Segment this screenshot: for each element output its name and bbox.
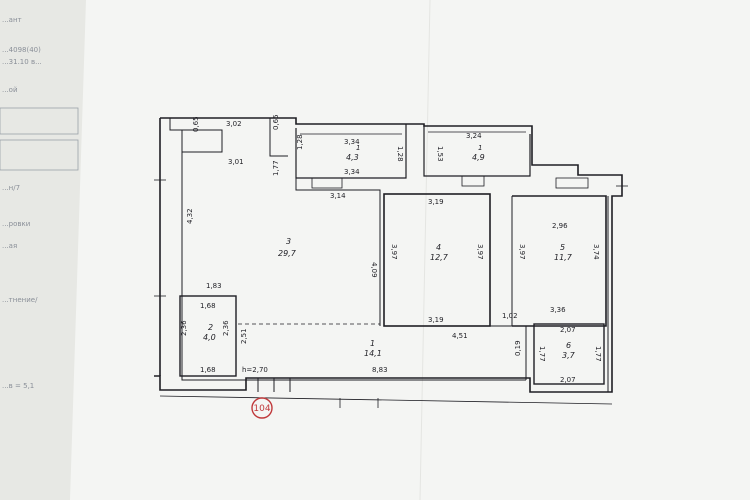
dim-label: 3,14 <box>330 192 346 200</box>
dim-label: 2,51 <box>240 328 248 344</box>
dim-label: 0,19 <box>514 340 522 356</box>
balcony-1-dim-bottom: 3,34 <box>344 168 360 176</box>
ceiling-height: h=2,70 <box>242 366 268 374</box>
paper-sheet <box>70 0 750 500</box>
dim-label: 1,77 <box>272 160 280 176</box>
window <box>461 175 485 187</box>
balcony-1-dim-left: 1,28 <box>296 134 304 150</box>
dim-label: 1,02 <box>502 312 518 320</box>
room-4-wall <box>383 193 491 327</box>
under-sheet-text: ...в = 5,1 <box>2 382 34 390</box>
wall <box>269 118 288 157</box>
dim-label: 4,51 <box>452 332 468 340</box>
dim-label: 2,36 <box>222 320 230 336</box>
balcony-1-area: 4,3 <box>346 153 359 162</box>
room-2-area: 4,0 <box>203 333 216 342</box>
room-6-wall <box>533 323 605 385</box>
balcony-1-wall <box>295 124 407 179</box>
dim-label: 0,65 <box>192 116 200 132</box>
under-sheet-text: ...ая <box>2 242 17 250</box>
apartment-number: 104 <box>253 404 270 414</box>
dim-label: 1,83 <box>206 282 222 290</box>
room-3-area: 29,7 <box>278 249 297 258</box>
under-sheet-text: ...ант <box>2 16 22 24</box>
under-sheet-text: ...31.10 в... <box>2 58 42 66</box>
balcony-2-area: 4,9 <box>472 153 485 162</box>
room-6-dim-top: 2,07 <box>560 326 576 334</box>
under-sheet-text: ...ровки <box>2 220 30 228</box>
balcony-1-dim-right: 1,28 <box>396 146 404 162</box>
outer-wall <box>154 117 623 393</box>
dim-label: 0,65 <box>272 114 280 130</box>
room-4-area: 12,7 <box>430 253 449 262</box>
wall <box>490 325 527 380</box>
room-4-dim-bottom: 3,19 <box>428 316 444 324</box>
dim-bottom: 8,83 <box>372 366 388 374</box>
under-sheet-text: ...4098(40) <box>2 46 41 54</box>
room-2-number: 2 <box>208 323 213 332</box>
balcony-1-number: 1 <box>356 144 360 152</box>
dim-label: 1,68 <box>200 366 216 374</box>
apartment-number-marker <box>251 397 273 419</box>
window <box>311 177 343 189</box>
dim-label: 4,09 <box>370 262 378 278</box>
room-4-dim-right: 3,97 <box>476 244 484 260</box>
dim-label: 3,01 <box>228 158 244 166</box>
under-sheet-box <box>0 107 79 135</box>
room-5-wall <box>512 195 607 327</box>
balcony-1-dim-top: 3,34 <box>344 138 360 146</box>
under-sheet-box <box>0 139 79 171</box>
room-6-number: 6 <box>566 341 571 350</box>
room-2-wall <box>179 295 237 377</box>
balcony-2-dim-top: 3,24 <box>466 132 482 140</box>
dimension-line <box>159 395 613 405</box>
room-6-dim-left: 1,77 <box>538 346 546 362</box>
dim-label: 2,36 <box>180 320 188 336</box>
dim-left: 4,32 <box>186 208 194 224</box>
window <box>555 177 589 189</box>
room-4-dim-left: 3,97 <box>390 244 398 260</box>
room-5-dim-right: 3,74 <box>592 244 600 260</box>
room-5-area: 11,7 <box>554 253 573 262</box>
wall <box>182 129 223 153</box>
room-5-number: 5 <box>560 243 565 252</box>
room-6-dim-right: 1,77 <box>594 346 602 362</box>
balcony-2-dim-left: 1,53 <box>436 146 444 162</box>
under-sheet-text: ...тнение/ <box>2 296 38 304</box>
room-6-dim-bottom: 2,07 <box>560 376 576 384</box>
plan-drawing <box>154 117 628 408</box>
room-5-dim-left: 3,97 <box>518 244 526 260</box>
room-5-dim-bottom: 3,36 <box>550 306 566 314</box>
room-1-area: 14,1 <box>364 349 382 358</box>
room-6-area: 3,7 <box>562 351 576 360</box>
room-3-number: 3 <box>286 237 291 246</box>
room-4-dim-top: 3,19 <box>428 198 444 206</box>
room-1-number: 1 <box>370 339 375 348</box>
room-4-number: 4 <box>436 243 441 252</box>
dim-top: 3,02 <box>226 120 242 128</box>
room-5-dim-top: 2,96 <box>552 222 568 230</box>
paper-fold <box>419 0 431 500</box>
under-sheet-text: ...н/7 <box>2 184 20 192</box>
dim-label: 1,68 <box>200 302 216 310</box>
wall <box>295 178 381 326</box>
balcony-2-number: 1 <box>478 144 482 152</box>
under-sheet-text: ...ой <box>2 86 18 94</box>
